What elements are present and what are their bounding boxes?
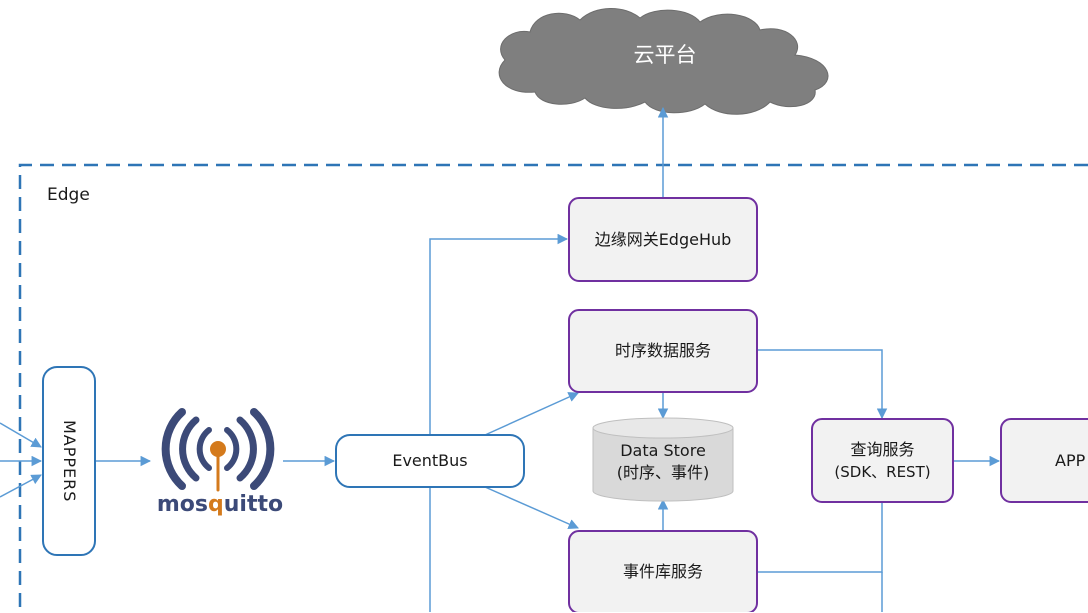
arrow-eventbus-to-timeseries [484,392,579,436]
database-cylinder-icon [592,417,734,502]
mappers-box [42,366,96,556]
timeseries-box [568,309,758,393]
mosquitto-wordmark: mosquitto [156,492,284,517]
arrow-left-in-lower [0,474,42,498]
arrow-timeseries-to-query [758,349,888,420]
cloud-icon [498,8,829,115]
connectors [0,106,1001,612]
edgehub-box [568,197,758,282]
arrow-left-in-upper [0,422,42,448]
arrow-eventbus-to-event-service [484,486,579,529]
app-box [1000,418,1088,503]
event-service-box [568,530,758,612]
edge-boundary [18,163,1088,612]
edge-region-label: Edge [47,185,90,205]
eventbus-box [335,434,525,488]
arrow-eventbus-to-edgehub [429,233,569,435]
query-service-box [811,418,954,503]
mosquitto-logo [161,408,275,492]
